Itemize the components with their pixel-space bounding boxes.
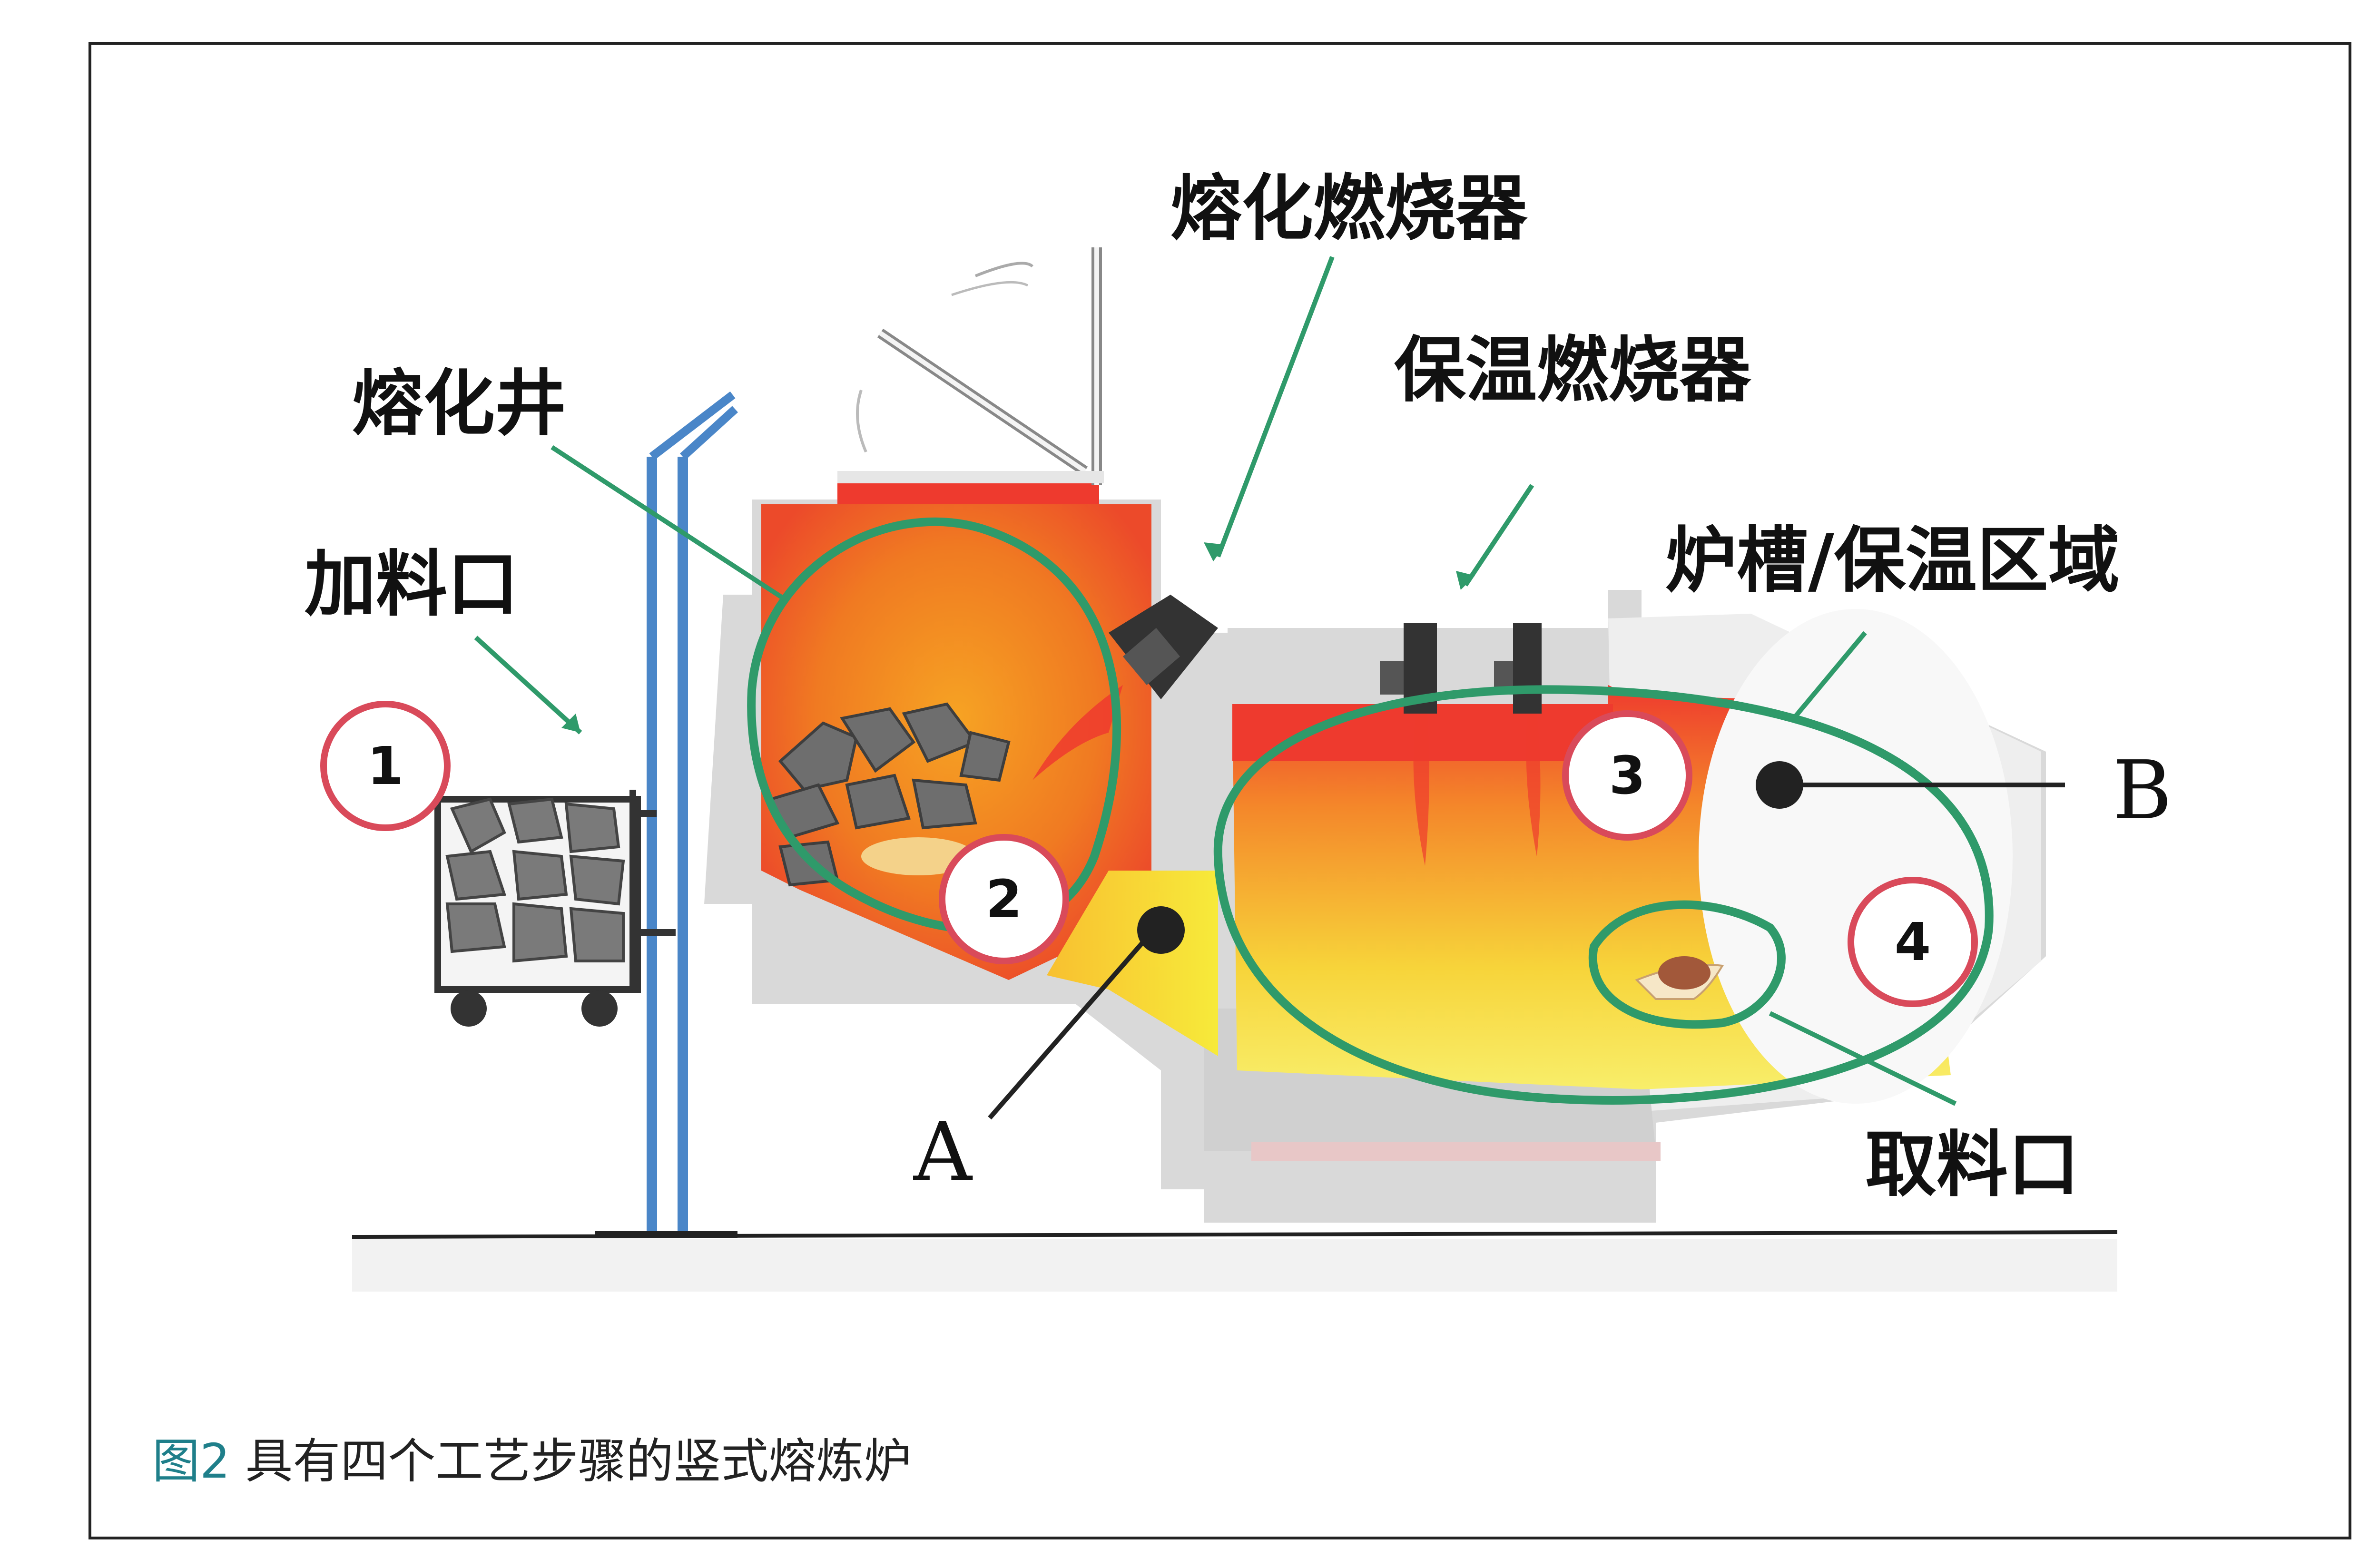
point-b-label: B [2113,744,2172,838]
floor-shadow [352,1239,2117,1292]
point-b-dot [1756,761,1803,809]
hearth-holding-zone-label: 炉槽/保温区域 [1665,519,2120,602]
charging-door-label: 加料口 [305,543,519,626]
step-1-number: 1 [367,735,404,796]
step-ring-4 [1848,877,1978,1007]
leader-arrowheads [561,542,1475,733]
step-2-number: 2 [986,869,1022,930]
point-a-label: A [913,1105,973,1199]
holding-burner-label: 保温燃烧器 [1394,329,1751,412]
zone-outlines [747,517,1994,1105]
molten-pool [861,837,975,875]
charging-pole [595,391,738,1238]
scrap-pile [768,702,1011,887]
hearth-cool-zone [1699,609,2013,1104]
shaft-lid [837,247,1104,485]
step-ring-2 [939,834,1069,964]
figure-number: 图2 [152,1433,230,1489]
leader-lines [474,256,2065,1120]
step-3-number: 3 [1609,745,1646,806]
step-ring-1 [320,701,451,831]
melting-shaft-label: 熔化井 [352,363,566,445]
point-a-dot [1137,906,1185,954]
figure-caption: 图2 具有四个工艺步骤的竖式熔炼炉 [152,1422,911,1491]
tapping-outline [1589,900,1786,1029]
tapping-door-label: 取料口 [1865,1124,2079,1206]
charging-cart [434,790,676,1027]
figure-caption-text: 具有四个工艺步骤的竖式熔炼炉 [230,1433,912,1489]
melting-burner [1032,595,1218,780]
step-rings: 1 2 3 4 [320,701,1978,1007]
step-4-number: 4 [1895,911,1931,972]
tapping-hole [1658,956,1711,990]
hearth-outline [1213,685,1994,1105]
step-ring-3 [1562,710,1692,841]
melting-shaft-outline [747,517,1121,934]
melting-burner-label: 熔化燃烧器 [1170,167,1528,250]
